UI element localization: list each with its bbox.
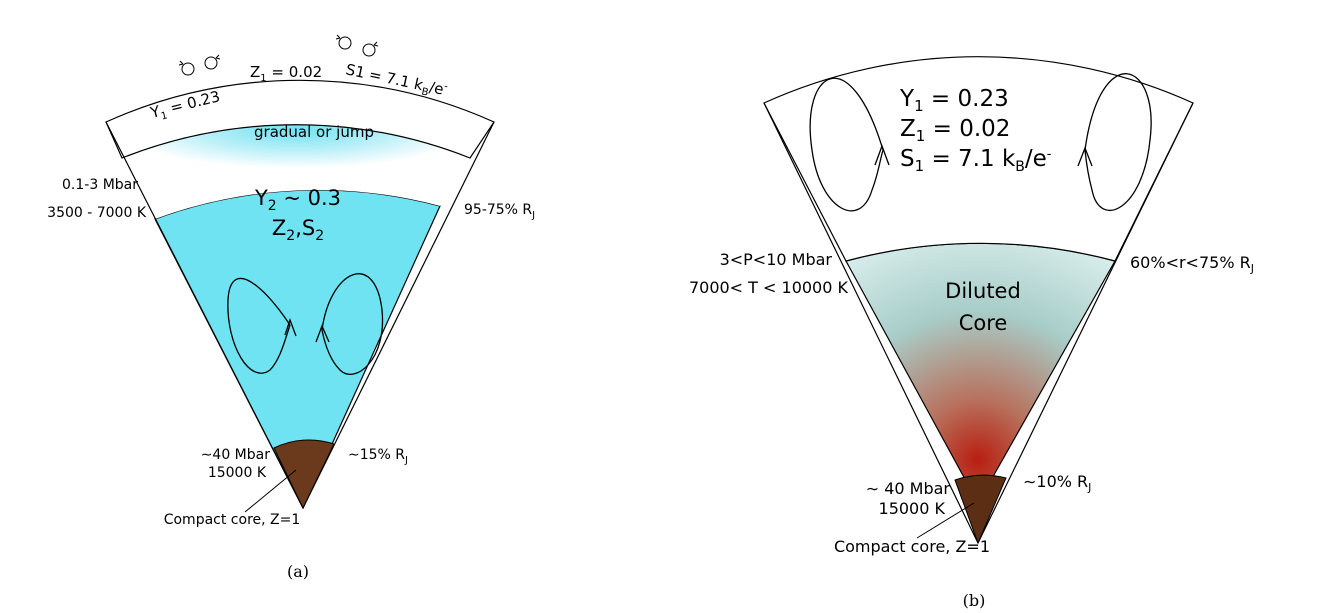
panel-a-core-temperature: 15000 K: [208, 465, 267, 481]
panel-b-core-pressure: ∼ 40 Mbar: [866, 479, 951, 498]
panel-b-transition-temperature: 7000< T < 10000 K: [689, 278, 849, 297]
panel-b-transition-pressure: 3<P<10 Mbar: [720, 250, 833, 269]
panel-b-transition-radius: 60%<r<75% RJ: [1130, 253, 1254, 275]
panel-b-compact-core: [954, 474, 1007, 545]
panel-a-transition-band: [122, 124, 470, 219]
panel-a-caption: (a): [287, 562, 309, 581]
panel-a-inner-region: [154, 189, 441, 510]
panel-b-convection-arrows: [809, 73, 1152, 212]
panel-a-compact-core: [273, 439, 335, 510]
panel-b-core-temperature: 15000 K: [879, 499, 946, 518]
panel-b-core-radius: ∼10% RJ: [1023, 472, 1091, 494]
panel-b-diluted-label-line2: Core: [959, 311, 1008, 335]
panel-b-s1-label: S1 = 7.1 kB/e-: [900, 146, 1052, 175]
panel-a-transition-label: gradual or jump: [254, 123, 374, 141]
panel-a-convection-arrows: [227, 273, 384, 375]
panel-a: Y1 = 0.23 Z1 = 0.02 S1 = 7.1 kB/e- gradu…: [47, 34, 535, 581]
panel-a-swirl-icons: [178, 34, 379, 76]
panel-b-core-label: Compact core, Z=1: [834, 537, 990, 556]
panel-a-core-leader: [244, 469, 297, 513]
panel-b-diluted-label-line1: Diluted: [945, 279, 1021, 303]
panel-a-transition-pressure: 0.1-3 Mbar: [62, 177, 138, 193]
panel-b: Y1 = 0.23 Z1 = 0.02 S1 = 7.1 kB/e- Dilut…: [689, 56, 1254, 610]
panel-a-transition-temperature: 3500 - 7000 K: [47, 205, 147, 221]
panel-a-z1-label: Z1 = 0.02: [250, 63, 322, 84]
panel-b-outer-shell: [763, 56, 1194, 262]
panel-a-core-radius: ∼15% RJ: [348, 447, 408, 466]
panel-a-y2-label: Y2 ~ 0.3: [254, 186, 341, 214]
panel-a-transition-radius: 95-75% RJ: [464, 202, 535, 221]
panel-a-core-label: Compact core, Z=1: [164, 512, 301, 528]
panel-b-core-leader: [916, 502, 975, 539]
panel-a-core-pressure: ∼40 Mbar: [201, 447, 271, 463]
panel-b-caption: (b): [963, 591, 986, 610]
panel-a-z2s2-label: Z2,S2: [272, 216, 324, 244]
